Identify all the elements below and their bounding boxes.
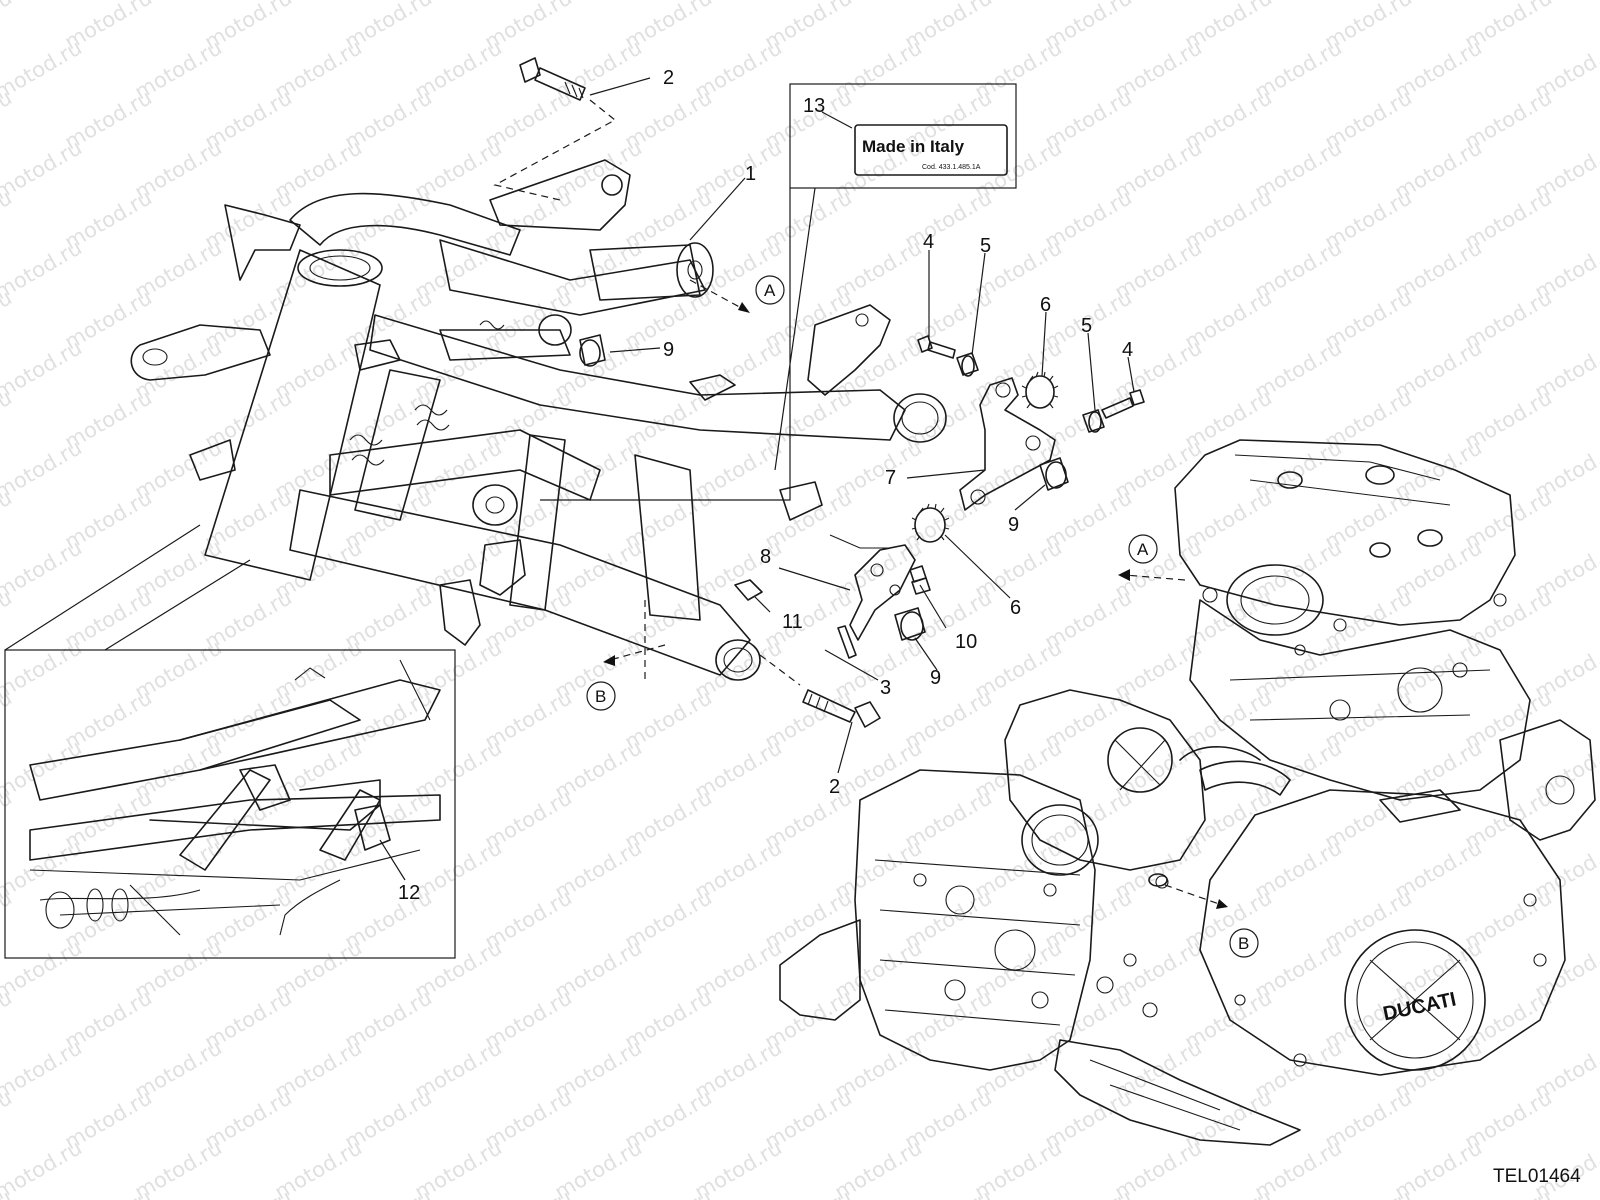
leader-lines: [589, 77, 1135, 774]
part-number-9-frame: 9: [663, 339, 674, 361]
bushing-frame: [579, 334, 606, 367]
watermark-text: motod.ru: [0, 235, 86, 304]
part-number-2-bottom: 2: [829, 776, 840, 798]
watermark-text: motod.ru: [0, 1135, 86, 1200]
part-number-9-bracket: 9: [1008, 514, 1019, 536]
part-number-9-lower: 9: [930, 667, 941, 689]
watermark-text: motod.ru: [0, 435, 86, 504]
ref-a-engine: A: [1137, 540, 1149, 559]
part-number-10: 10: [955, 631, 977, 653]
watermark-text: motod.ru: [61, 1185, 156, 1200]
frame: [130, 159, 947, 681]
ref-b-engine: B: [1238, 934, 1249, 953]
part-number-1: 1: [745, 163, 756, 185]
ref-a-frame: A: [764, 281, 776, 300]
watermark-text: motod.ru: [0, 35, 86, 104]
part-number-3: 3: [880, 677, 891, 699]
watermark-text: motod.ru: [481, 1185, 576, 1200]
part-number-6-bottom: 6: [1010, 597, 1021, 619]
watermark-text: motod.ru: [0, 535, 86, 604]
made-in-italy-label: Made in Italy Cod. 433.1.485.1A: [540, 83, 1017, 501]
watermark-text: motod.ru: [1041, 1185, 1136, 1200]
watermark-text: motod.ru: [761, 1185, 856, 1200]
inset-detail: [4, 524, 456, 959]
watermark-text: motod.ru: [1181, 1185, 1276, 1200]
watermark-text: motod.ru: [0, 1035, 86, 1104]
watermark-text: motod.ru: [0, 835, 86, 904]
part-number-6-top: 6: [1040, 294, 1051, 316]
watermark-text: motod.ru: [201, 1185, 296, 1200]
watermark-text: motod.ru: [901, 1185, 996, 1200]
watermark-text: motod.ru: [0, 135, 86, 204]
part-number-4-left: 4: [923, 231, 934, 253]
watermark-text: motod.ru: [341, 1185, 436, 1200]
part-numbers: 2 1 9 13 4 5 6 5 4 7 9 8 6 11 10 9 3 2 1…: [398, 67, 1133, 904]
watermark-text: motod.ru: [0, 0, 16, 54]
part-number-11: 11: [782, 611, 803, 633]
part-number-5-right: 5: [1081, 315, 1092, 337]
label-main-text: Made in Italy: [862, 137, 965, 156]
bolt-top: [519, 57, 586, 101]
watermark-text: motod.ru: [0, 935, 86, 1004]
watermark-text: motod.ru: [0, 335, 86, 404]
watermark-text: motod.ru: [1461, 1185, 1556, 1200]
mount-hardware: [734, 335, 1145, 728]
part-number-13: 13: [803, 95, 825, 117]
watermark-text: motod.ru: [0, 635, 86, 704]
part-number-5-left: 5: [980, 235, 991, 257]
ref-b-frame: B: [595, 687, 606, 706]
part-number-8: 8: [760, 546, 771, 568]
label-sub-text: Cod. 433.1.485.1A: [922, 164, 981, 171]
part-number-2-top: 2: [663, 67, 674, 89]
watermark-text: motod.ru: [621, 1185, 716, 1200]
watermark-text: motod.ru: [1321, 1185, 1416, 1200]
part-number-7: 7: [885, 467, 896, 489]
part-number-4-right: 4: [1122, 339, 1133, 361]
drawing-code: TEL01464: [1493, 1166, 1581, 1187]
part-number-12: 12: [398, 882, 420, 904]
